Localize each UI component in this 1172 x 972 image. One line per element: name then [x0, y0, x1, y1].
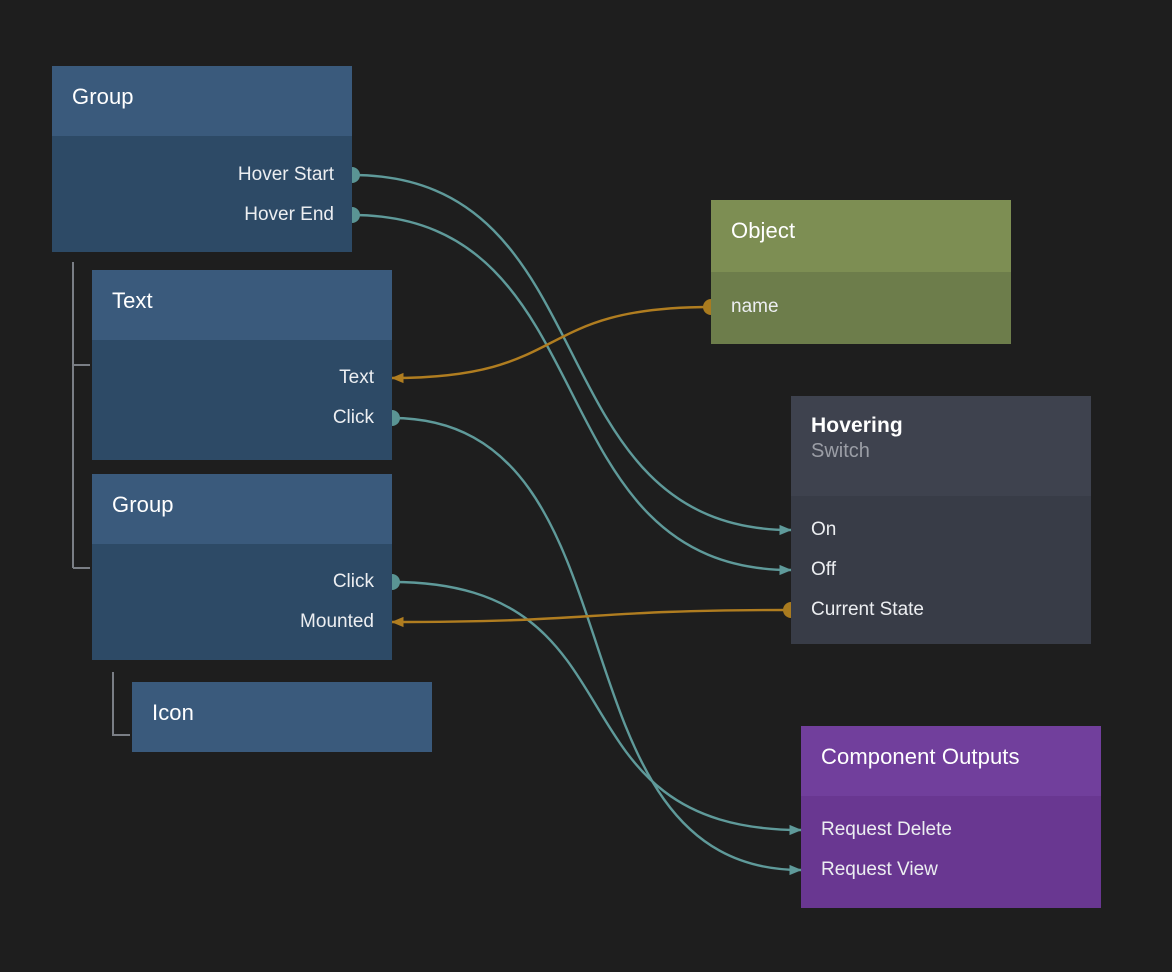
- edge-state-to-mounted: [390, 608, 793, 628]
- port-output-click[interactable]: Click: [332, 407, 374, 428]
- node-header: Object: [711, 200, 1011, 272]
- node-header: Group: [92, 474, 392, 544]
- node-body: name: [711, 272, 1011, 344]
- port-output-hover-start[interactable]: Hover Start: [237, 164, 334, 185]
- edge-click2-to-requestdel: [390, 580, 803, 836]
- port-output-current-state[interactable]: Current State: [811, 599, 924, 620]
- node-title: Object: [731, 218, 796, 243]
- tree-connector-group-to-icon: [112, 672, 130, 736]
- port-output-name[interactable]: name: [731, 296, 779, 317]
- port-input-text[interactable]: Text: [339, 367, 374, 388]
- node-title: Text: [112, 288, 153, 313]
- node-header: Group: [52, 66, 352, 136]
- port-input-request-delete[interactable]: Request Delete: [821, 819, 952, 840]
- port-output-click[interactable]: Click: [332, 571, 374, 592]
- node-icon-node[interactable]: Icon: [132, 682, 432, 752]
- node-title: Component Outputs: [821, 744, 1020, 769]
- node-title: Icon: [152, 700, 194, 725]
- port-input-mounted[interactable]: Mounted: [300, 611, 374, 632]
- node-subtitle: Switch: [811, 439, 870, 462]
- edge-name-to-text: [390, 305, 713, 384]
- node-title: Group: [112, 492, 174, 517]
- node-object-node[interactable]: Object name: [711, 200, 1011, 344]
- node-title: Hovering: [811, 414, 903, 437]
- port-output-hover-end[interactable]: Hover End: [244, 204, 334, 225]
- port-input-off[interactable]: Off: [811, 559, 836, 580]
- node-title: Group: [72, 84, 134, 109]
- node-header: Icon: [132, 682, 432, 752]
- node-header: Text: [92, 270, 392, 340]
- edge-click-to-requestview: [390, 416, 803, 876]
- port-input-request-view[interactable]: Request View: [821, 859, 938, 880]
- port-input-on[interactable]: On: [811, 519, 837, 540]
- node-header: Component Outputs: [801, 726, 1101, 796]
